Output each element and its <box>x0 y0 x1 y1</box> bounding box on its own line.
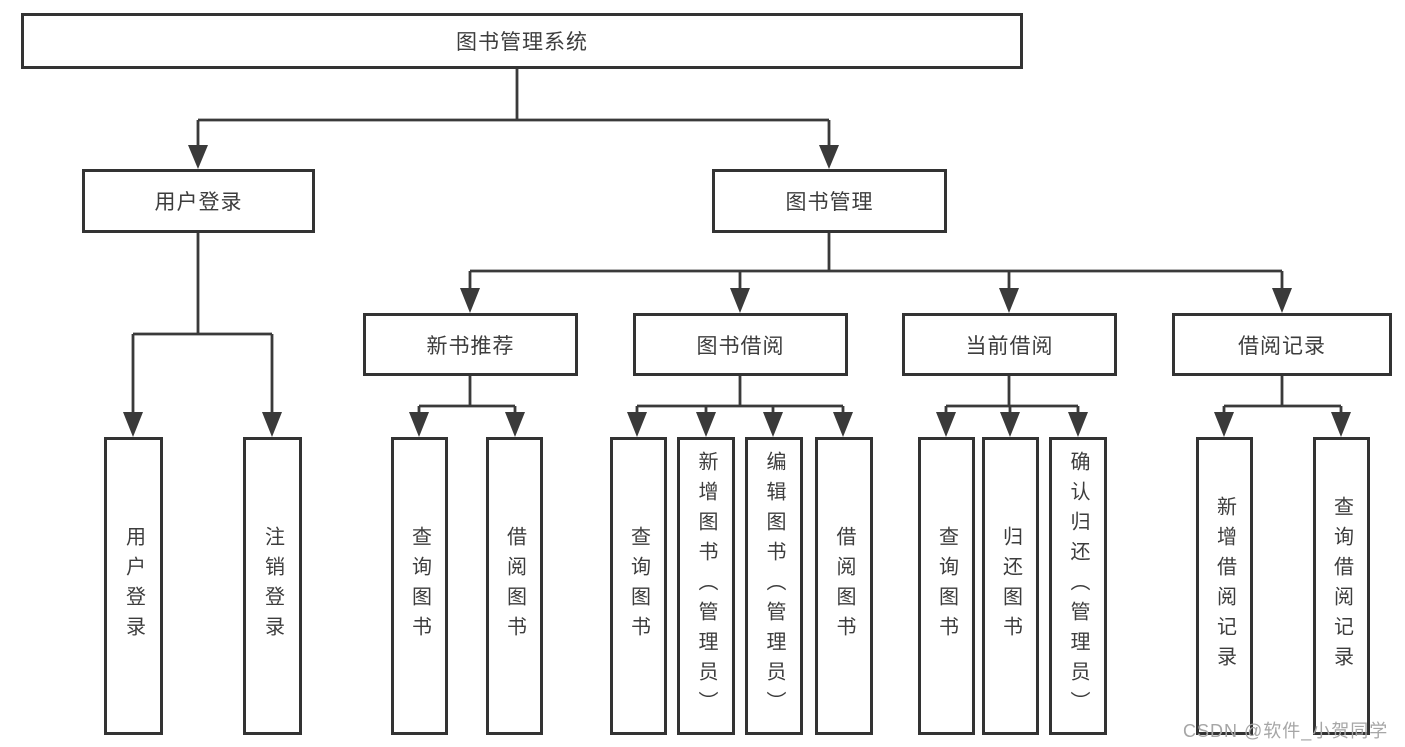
node-book-management: 图书管理 <box>712 169 947 233</box>
node-new-book-recommend: 新书推荐 <box>363 313 578 376</box>
watermark-text: CSDN @软件_小贺同学 <box>1183 721 1389 741</box>
node-current-borrowing: 当前借阅 <box>902 313 1117 376</box>
leaf-records-query-record: 查询借阅记录 <box>1313 437 1370 735</box>
leaf-borrow-edit-books-admin: 编辑图书（管理员） <box>745 437 803 735</box>
leaf-newbook-borrow-books: 借阅图书 <box>486 437 543 735</box>
leaf-current-query-books: 查询图书 <box>918 437 975 735</box>
leaf-logout-login: 注销登录 <box>243 437 302 735</box>
node-borrowing-records: 借阅记录 <box>1172 313 1392 376</box>
node-user-login: 用户登录 <box>82 169 315 233</box>
leaf-borrow-query-books: 查询图书 <box>610 437 667 735</box>
node-library-system: 图书管理系统 <box>21 13 1023 69</box>
leaf-newbook-query-books: 查询图书 <box>391 437 448 735</box>
leaf-records-add-record: 新增借阅记录 <box>1196 437 1253 735</box>
node-book-borrowing: 图书借阅 <box>633 313 848 376</box>
leaf-borrow-borrow-books: 借阅图书 <box>815 437 873 735</box>
leaf-current-confirm-return-admin: 确认归还（管理员） <box>1049 437 1107 735</box>
leaf-user-login: 用户登录 <box>104 437 163 735</box>
leaf-current-return-books: 归还图书 <box>982 437 1039 735</box>
leaf-borrow-add-books-admin: 新增图书（管理员） <box>677 437 735 735</box>
